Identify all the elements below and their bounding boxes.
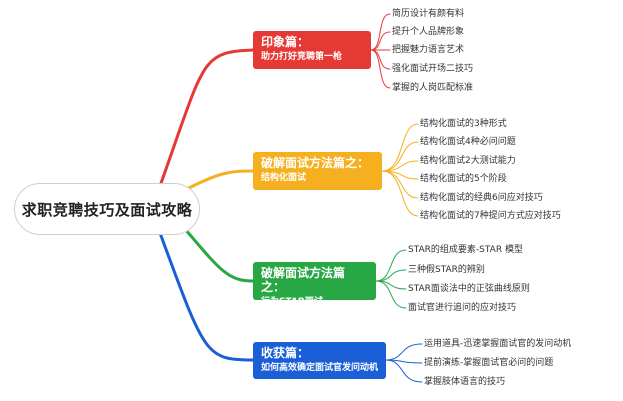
leaf-connector: [385, 343, 423, 361]
leaf-item[interactable]: STAR面谈法中的正弦曲线原则: [408, 284, 530, 294]
leaf-item[interactable]: 把握魅力语言艺术: [392, 45, 465, 55]
leaf-item[interactable]: 结构化面试的3种形式: [420, 119, 507, 129]
branch-title: 收获篇：: [261, 346, 310, 360]
leaf-connector: [375, 280, 407, 309]
branch-star-interview[interactable]: 破解面试方法篇之： 行为STAR面试: [253, 262, 376, 307]
leaf-connector: [370, 13, 391, 51]
branch-impression[interactable]: 印象篇： 助力打好竞聘第一枪: [253, 31, 371, 69]
leaf-item[interactable]: 掌握肢体语言的技巧: [424, 377, 506, 387]
leaf-item[interactable]: 结构化面试的7种提问方式应对技巧: [420, 211, 561, 221]
leaf-item[interactable]: 结构化面试2大测试能力: [420, 156, 516, 166]
leaf-connector: [370, 31, 391, 51]
leaf-connector: [385, 359, 423, 383]
leaf-item[interactable]: 三种假STAR的辨别: [408, 265, 485, 275]
leaf-connector: [370, 49, 391, 70]
leaf-connector: [370, 49, 391, 89]
leaf-item[interactable]: STAR的组成要素-STAR 模型: [408, 245, 523, 255]
leaf-item[interactable]: 简历设计有颜有料: [392, 9, 465, 19]
leaf-item[interactable]: 面试官进行追问的应对技巧: [408, 303, 517, 313]
branch-subtitle: 如何高效确定面试官发问动机: [261, 362, 379, 373]
branch-structured-interview[interactable]: 破解面试方法篇之： 结构化面试: [253, 152, 382, 190]
branch-title: 破解面试方法篇之：: [261, 156, 370, 170]
leaf-connector: [381, 123, 419, 172]
leaf-connector: [381, 141, 419, 172]
leaf-item[interactable]: 结构化面试4种必问问题: [420, 137, 516, 147]
leaf-connector: [381, 170, 419, 199]
leaf-item[interactable]: 掌握的人岗匹配标准: [392, 83, 474, 93]
branch-connector: [158, 48, 255, 188]
leaf-item[interactable]: 强化面试开场二技巧: [392, 64, 474, 74]
branch-subtitle: 助力打好竞聘第一枪: [261, 51, 343, 62]
branch-harvest[interactable]: 收获篇： 如何高效确定面试官发问动机: [253, 342, 386, 379]
leaf-connector: [381, 170, 419, 217]
leaf-item[interactable]: 结构化面试的5个阶段: [420, 174, 507, 184]
central-topic[interactable]: 求职竞聘技巧及面试攻略: [14, 183, 200, 235]
branch-title: 印象篇：: [261, 35, 310, 49]
leaf-connector: [375, 269, 407, 282]
branch-title: 破解面试方法篇之：: [261, 266, 346, 294]
branch-connector: [158, 231, 255, 362]
leaf-item[interactable]: 提升个人品牌形象: [392, 27, 465, 37]
branch-connector: [183, 169, 255, 192]
leaf-connector: [375, 249, 407, 282]
leaf-item[interactable]: 运用道具-迅速掌握面试官的发问动机: [424, 339, 572, 349]
leaf-item[interactable]: 提前演练-掌握面试官必问的问题: [424, 358, 554, 368]
leaf-item[interactable]: 结构化面试的经典6问应对技巧: [420, 193, 543, 203]
branch-subtitle: 结构化面试: [261, 172, 307, 183]
branch-connector: [183, 227, 255, 283]
branch-subtitle: 行为STAR面试: [261, 296, 323, 307]
